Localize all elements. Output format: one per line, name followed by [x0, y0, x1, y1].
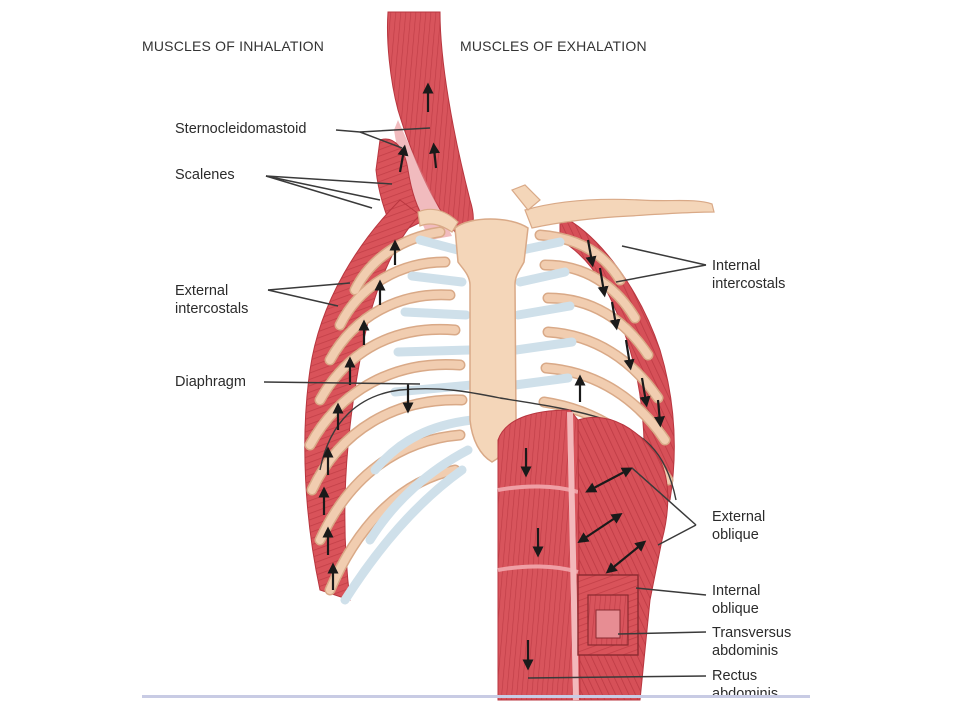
diaphragm-outline	[319, 388, 677, 501]
label-external-oblique-2: oblique	[712, 527, 759, 543]
right-costal-cartilage	[510, 237, 577, 390]
label-rectus-2: abdominis	[712, 686, 779, 702]
left-intercostal-muscle	[304, 199, 421, 601]
label-external-intercostals-1: External	[175, 283, 229, 299]
label-rectus-1: Rectus	[712, 668, 758, 684]
label-internal-oblique-1: Internal	[712, 583, 761, 599]
rectus-abdominis-muscle	[497, 409, 581, 701]
force-arrows	[318, 82, 665, 671]
oblique-window	[577, 574, 639, 656]
figure-bottom-rule	[142, 695, 810, 698]
label-internal-intercostals-2: intercostals	[712, 276, 786, 292]
inhalation-header: MUSCLES OF INHALATION	[142, 38, 325, 54]
label-external-oblique-1: External	[712, 509, 766, 525]
label-external-intercostals-2: intercostals	[175, 301, 249, 317]
label-transversus-1: Transversus	[712, 625, 792, 641]
label-diaphragm: Diaphragm	[175, 374, 246, 390]
label-internal-oblique-2: oblique	[712, 601, 759, 617]
label-internal-intercostals-1: Internal	[712, 258, 761, 274]
clavicles	[417, 184, 715, 233]
exhalation-header: MUSCLES OF EXHALATION	[460, 38, 647, 54]
label-sternocleidomastoid: Sternocleidomastoid	[175, 121, 307, 137]
label-transversus-2: abdominis	[712, 643, 779, 659]
label-scalenes: Scalenes	[175, 167, 235, 183]
leader-lines	[263, 127, 707, 679]
